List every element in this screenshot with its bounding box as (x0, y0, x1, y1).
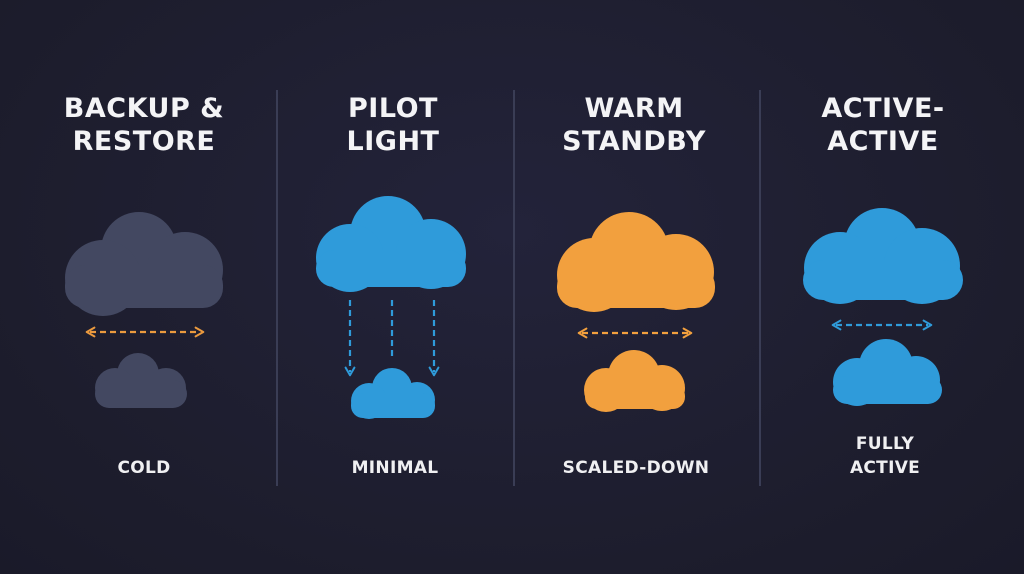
caption-scaled-down: SCALED-DOWN (516, 456, 756, 480)
title-active-active: ACTIVE- ACTIVE (763, 92, 1003, 158)
cloud-icon-primary-active (803, 208, 963, 304)
cloud-icon-secondary-warm (584, 350, 685, 412)
caption-line: FULLY (855, 434, 915, 454)
caption-line: MINIMAL (351, 458, 439, 478)
title-line: PILOT (348, 93, 438, 124)
title-line: BACKUP & (63, 93, 225, 124)
title-line: LIGHT (346, 126, 440, 157)
caption-line: ACTIVE (849, 458, 921, 478)
cloud-icon-primary-cold (65, 212, 223, 316)
title-line: ACTIVE (827, 126, 939, 157)
cloud-icon-secondary-cold (95, 353, 187, 408)
title-warm-standby: WARM STANDBY (514, 92, 754, 158)
title-line: STANDBY (562, 126, 706, 157)
column-divider-2 (513, 90, 515, 486)
title-line: WARM (584, 93, 684, 124)
title-backup-restore: BACKUP & RESTORE (24, 92, 264, 158)
cloud-icon-secondary-active (833, 339, 942, 406)
column-divider-1 (276, 90, 278, 486)
caption-cold: COLD (24, 456, 264, 480)
caption-minimal: MINIMAL (275, 456, 515, 480)
caption-line: COLD (117, 458, 171, 478)
title-line: ACTIVE- (821, 93, 945, 124)
caption-fully-active: FULLY ACTIVE (765, 432, 1005, 480)
caption-line: SCALED-DOWN (562, 458, 710, 478)
column-divider-3 (759, 90, 761, 486)
cloud-icon-primary-pilot (316, 196, 466, 292)
title-line: RESTORE (72, 126, 216, 157)
title-pilot-light: PILOT LIGHT (273, 92, 513, 158)
cloud-icon-primary-warm (557, 212, 715, 312)
cloud-icon-secondary-pilot (351, 368, 435, 419)
